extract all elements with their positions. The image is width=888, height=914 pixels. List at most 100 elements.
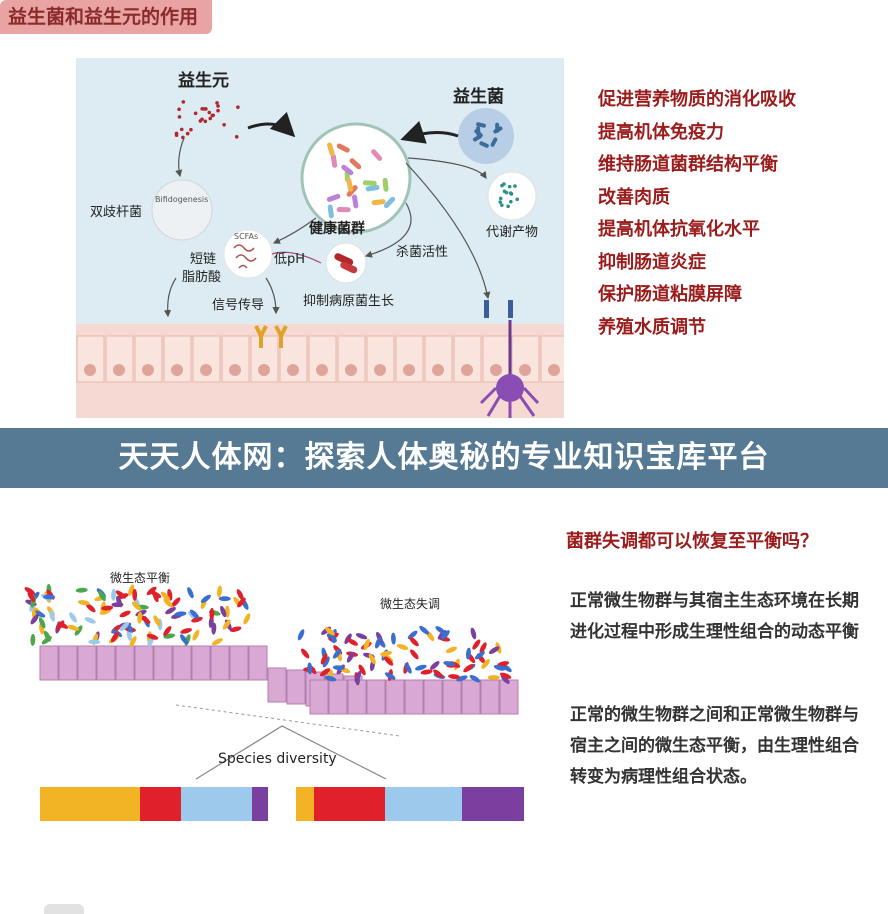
microbe bbox=[380, 650, 393, 657]
prebiotic-dot bbox=[174, 133, 179, 137]
tissue-cell bbox=[461, 679, 481, 715]
microbe bbox=[237, 597, 246, 608]
metabolite-dot bbox=[507, 184, 512, 189]
microbe bbox=[409, 637, 419, 647]
cell-nucleus bbox=[432, 364, 444, 376]
cell-nucleus bbox=[490, 364, 502, 376]
prebiotic-dot bbox=[211, 113, 216, 118]
label-imbalance: 微生态失调 bbox=[380, 597, 441, 611]
metabolite-dot bbox=[506, 204, 510, 209]
microbe bbox=[469, 675, 481, 683]
paragraph-1: 正常微生物群与其宿主生态环境在长期进化过程中形成生理性组合的动态平衡 bbox=[570, 591, 859, 642]
label-prebiotic: 益生元 bbox=[178, 71, 229, 91]
cell-nucleus bbox=[519, 364, 531, 376]
diversity-segment bbox=[140, 787, 182, 821]
microbe bbox=[85, 603, 96, 613]
label-healthy-flora: 健康菌群 bbox=[309, 221, 365, 237]
arrow-prebiotic-flora bbox=[247, 111, 296, 138]
microbe bbox=[319, 668, 331, 677]
microbe bbox=[474, 651, 485, 660]
microbe bbox=[152, 590, 159, 603]
microbe bbox=[160, 591, 171, 601]
prebiotic-dot bbox=[189, 127, 193, 132]
section-title: 益生菌和益生元的作用 bbox=[0, 0, 213, 34]
microbe bbox=[236, 589, 244, 601]
microbe-population bbox=[24, 584, 512, 686]
prebiotic-dot bbox=[193, 111, 198, 116]
microbe bbox=[189, 609, 200, 619]
cell-nucleus bbox=[171, 364, 183, 376]
microbe bbox=[111, 588, 116, 601]
microbe bbox=[346, 651, 355, 663]
arrow-to-metabolites bbox=[407, 157, 487, 179]
microbe bbox=[301, 648, 310, 659]
flora-bacterium bbox=[336, 207, 351, 213]
neuron-body bbox=[496, 374, 524, 402]
microbe bbox=[404, 662, 412, 674]
label-metabolites: 代谢产物 bbox=[486, 225, 539, 240]
label-scfas: SCFAs bbox=[234, 232, 259, 241]
microbe bbox=[456, 675, 468, 682]
microbe bbox=[493, 664, 506, 671]
flora-bacterium bbox=[382, 177, 389, 192]
microbe bbox=[391, 632, 396, 645]
prebiotic-dot bbox=[202, 107, 206, 111]
tissue-cell bbox=[77, 645, 97, 681]
prebiotic-dots bbox=[174, 100, 240, 140]
probiotic-bacterium bbox=[476, 122, 486, 128]
microbe bbox=[487, 675, 500, 680]
metabolites-circle bbox=[487, 171, 537, 221]
label-short-chain: 短链 bbox=[190, 252, 217, 267]
microbe bbox=[128, 584, 135, 596]
microbe bbox=[470, 627, 477, 640]
cell-nucleus bbox=[287, 364, 299, 376]
microbe bbox=[115, 590, 126, 599]
question-title: 菌群失调都可以恢复至平衡吗？ bbox=[566, 531, 818, 552]
microbe bbox=[448, 674, 461, 680]
tissue-cell bbox=[229, 645, 249, 681]
flora-bacterium bbox=[346, 177, 354, 192]
microbe bbox=[307, 662, 313, 675]
flora-bacterium bbox=[371, 199, 386, 206]
cell-nucleus bbox=[142, 364, 154, 376]
tissue-cell bbox=[309, 679, 329, 715]
benefit-item: 促进营养物质的消化吸收 bbox=[598, 89, 796, 110]
microbe bbox=[38, 617, 46, 629]
tissue-cell bbox=[347, 679, 367, 715]
microbe bbox=[41, 636, 52, 645]
microbe bbox=[30, 614, 39, 625]
flora-bacterium bbox=[341, 164, 354, 176]
tissue-cell bbox=[248, 645, 268, 681]
prebiotic-dot bbox=[216, 108, 220, 113]
microbe bbox=[111, 631, 119, 643]
tissue-cell bbox=[385, 679, 405, 715]
probiotic-diagram: 益生元 益生菌 健康菌群 双歧杆菌 Bifidogenesis SCFAs 短链… bbox=[76, 58, 564, 418]
tissue-cell bbox=[153, 645, 173, 681]
metabolite-dot bbox=[508, 191, 513, 195]
cell-nucleus bbox=[374, 364, 386, 376]
prebiotic-dot bbox=[181, 100, 186, 104]
microbe bbox=[163, 598, 173, 608]
arrow-to-bifido bbox=[175, 137, 185, 178]
tissue-cell bbox=[191, 645, 211, 681]
cell-nucleus bbox=[229, 364, 241, 376]
microbe bbox=[435, 626, 446, 635]
microbe bbox=[218, 596, 231, 602]
microbe bbox=[324, 627, 335, 636]
microbe bbox=[481, 659, 490, 669]
diversity-segment bbox=[181, 787, 253, 821]
cell-nucleus bbox=[258, 364, 270, 376]
microbe bbox=[153, 615, 161, 627]
microbe bbox=[322, 656, 330, 668]
scfa-squiggles bbox=[233, 244, 257, 269]
site-banner: 天天人体网：探索人体奥秘的专业知识宝库平台 bbox=[0, 428, 888, 488]
prebiotic-dot bbox=[208, 116, 213, 121]
microbe bbox=[375, 637, 382, 649]
flora-bacterium bbox=[352, 194, 359, 209]
intestinal-tissue bbox=[39, 645, 519, 715]
arrow-to-receptor bbox=[405, 162, 491, 300]
microbe bbox=[174, 611, 187, 617]
microbe bbox=[119, 610, 131, 618]
microbe bbox=[111, 602, 124, 608]
label-inhibit-pathogen: 抑制病原菌生长 bbox=[303, 294, 395, 309]
